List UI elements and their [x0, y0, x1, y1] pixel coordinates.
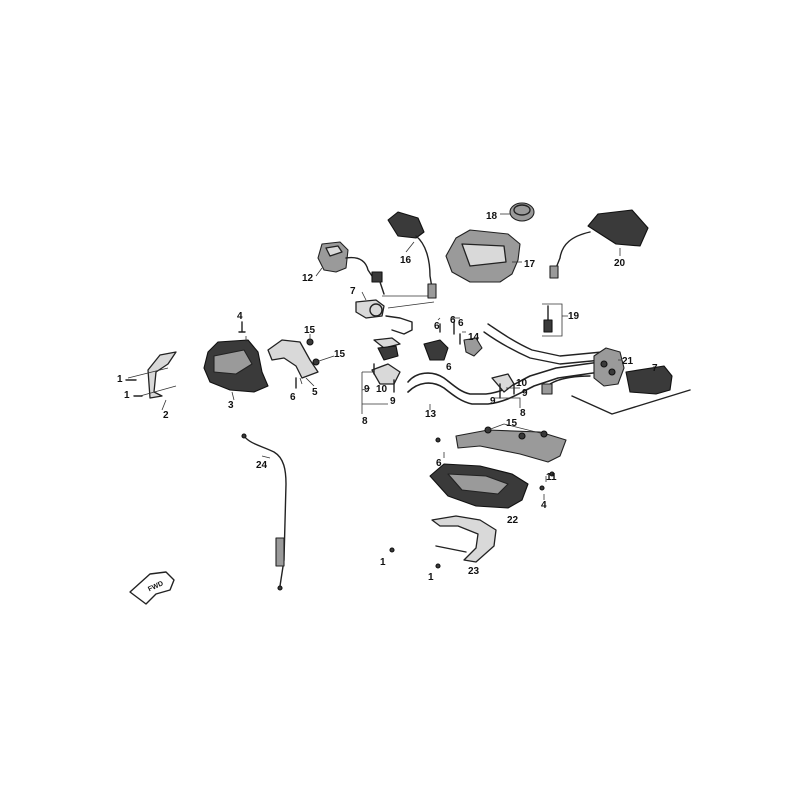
callout-19: 19 [568, 311, 580, 322]
callout-4: 4 [237, 311, 243, 322]
fwd-direction-arrow: FWD [129, 571, 175, 605]
right-mirror-head [587, 209, 649, 247]
clamp-10-right [491, 373, 515, 393]
left-hand-guard-assembly [125, 321, 335, 411]
left-guard-shield [147, 351, 177, 399]
callout-7b: 7 [652, 363, 658, 374]
switch-assembly [542, 303, 568, 337]
handlebar-tube-outer [407, 361, 601, 395]
handlebar-tube-inner [407, 371, 601, 405]
callout-13: 13 [425, 409, 437, 420]
callout-22: 22 [507, 515, 519, 526]
callout-9c: 9 [490, 396, 496, 407]
callout-8a: 8 [362, 416, 368, 427]
instrument-cover-assembly [445, 229, 522, 283]
right-guard-bracket [455, 429, 567, 463]
callout-1a: 1 [117, 374, 123, 385]
left-mirror-head [387, 211, 425, 239]
callout-6c: 6 [450, 315, 456, 326]
clamp-10-left [371, 363, 401, 385]
callout-2: 2 [163, 410, 169, 421]
right-switch-housing [593, 347, 625, 387]
callout-8b: 8 [520, 408, 526, 419]
callout-7a: 7 [350, 286, 356, 297]
center-clamp-assembly [361, 317, 521, 414]
callout-15b: 15 [334, 349, 346, 360]
clamp-14-left [423, 339, 449, 361]
throttle-cable-assembly [241, 433, 287, 591]
callout-6e: 6 [446, 362, 452, 373]
callout-6a: 6 [290, 392, 296, 403]
callout-11: 11 [546, 472, 557, 483]
switch-19 [543, 319, 553, 333]
callout-9d: 9 [522, 388, 528, 399]
clamp-14-right [463, 337, 483, 357]
callout-5: 5 [312, 387, 318, 398]
callout-4b: 4 [541, 500, 547, 511]
callout-3: 3 [228, 400, 234, 411]
left-grip-assembly [355, 291, 435, 361]
right-mirror-assembly [549, 209, 649, 279]
callout-23: 23 [468, 566, 480, 577]
callout-6b: 6 [434, 321, 440, 332]
callout-16: 16 [400, 255, 412, 266]
fwd-label: FWD [147, 580, 164, 593]
callout-labels: 1 1 2 3 4 15 15 6 5 12 7 16 18 17 20 19 … [117, 211, 658, 583]
cap-assembly [500, 202, 535, 222]
callout-10b: 10 [516, 378, 528, 389]
handlebar-assembly [407, 323, 603, 410]
callout-6f: 6 [436, 458, 442, 469]
callout-20: 20 [614, 258, 626, 269]
callout-14a: 14 [468, 332, 480, 343]
callout-12: 12 [302, 273, 314, 284]
callout-1b: 1 [124, 390, 130, 401]
callout-9b: 9 [390, 396, 396, 407]
callout-10a: 10 [376, 384, 388, 395]
callout-6d: 6 [458, 318, 464, 329]
right-control-assembly [541, 347, 691, 415]
callout-18: 18 [486, 211, 498, 222]
callout-9a: 9 [364, 384, 370, 395]
callout-1c: 1 [380, 557, 386, 568]
fwd-arrow-shape [129, 571, 175, 605]
right-hand-guard-assembly [389, 423, 567, 569]
left-guard-bracket [267, 339, 319, 379]
callout-21: 21 [622, 356, 634, 367]
right-guard-shield [431, 515, 497, 563]
callout-24: 24 [256, 460, 268, 471]
screw-4-left [238, 321, 246, 333]
callout-1d: 1 [428, 572, 434, 583]
control-module-assembly [315, 241, 385, 295]
callout-15a: 15 [304, 325, 316, 336]
callout-17: 17 [524, 259, 536, 270]
throttle-cable [243, 435, 287, 587]
left-mirror-assembly [387, 211, 437, 299]
callout-15c: 15 [506, 418, 518, 429]
right-grip [625, 365, 673, 395]
